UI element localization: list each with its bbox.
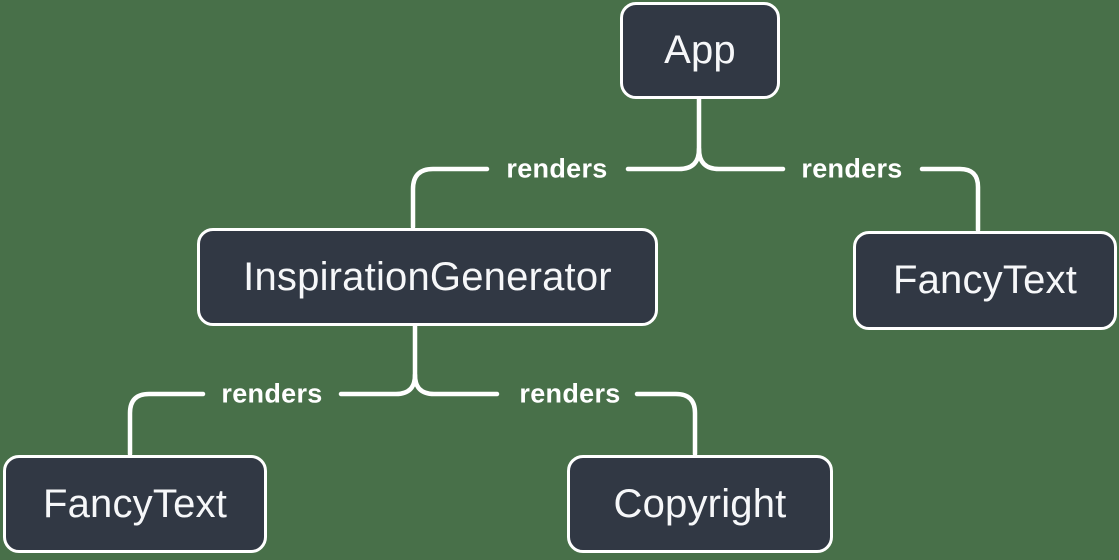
edge-label-app-fancytext: renders — [801, 153, 903, 184]
node-app-label: App — [664, 28, 736, 72]
node-fancy-text-top: FancyText — [853, 231, 1117, 330]
node-copyright: Copyright — [567, 455, 833, 553]
edge-label-app-inspirationgenerator: renders — [506, 153, 608, 184]
node-fancy-text-bottom-label: FancyText — [42, 481, 228, 526]
node-inspiration-generator-label: InspirationGenerator — [243, 254, 612, 299]
edge-label-inspirationgenerator-copyright: renders — [519, 378, 621, 409]
edge-app-to-fancytext — [696, 146, 981, 233]
node-fancy-text-bottom: FancyText — [3, 455, 267, 553]
node-app: App — [620, 2, 780, 99]
edge-label-inspirationgenerator-fancytext: renders — [221, 378, 323, 409]
edge-inspirationgenerator-to-copyright — [412, 372, 698, 457]
node-fancy-text-top-label: FancyText — [892, 258, 1078, 302]
node-inspiration-generator: InspirationGenerator — [197, 228, 658, 326]
node-copyright-label: Copyright — [613, 481, 787, 526]
